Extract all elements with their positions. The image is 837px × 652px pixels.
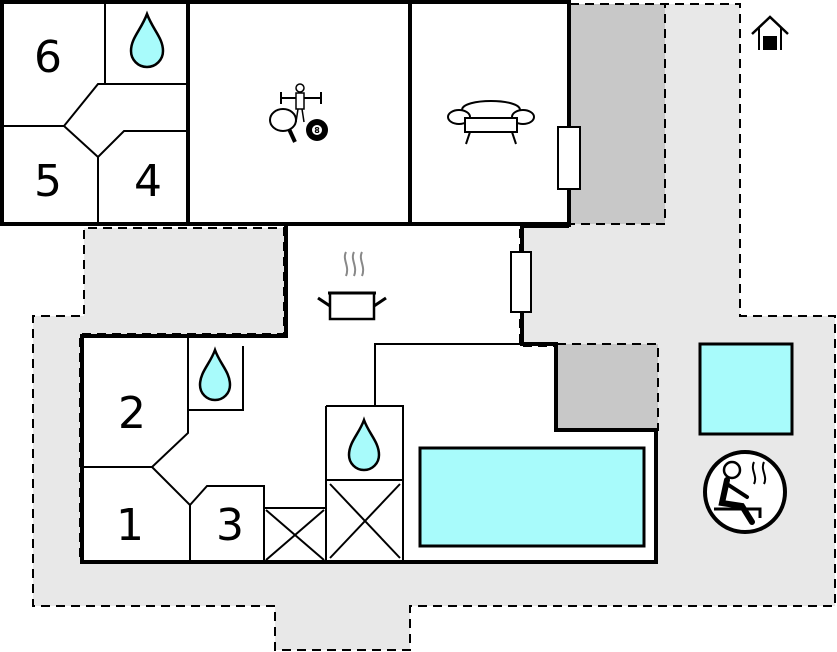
bathroom-block — [325, 405, 404, 562]
outdoor-terrace — [32, 3, 836, 651]
storage-box-2 — [329, 483, 401, 559]
swimming-pool — [418, 446, 646, 548]
sofa-icon — [447, 100, 535, 145]
room-label-5: 5 — [34, 156, 62, 207]
hot-tub — [698, 342, 794, 436]
cooking-pot-icon — [317, 251, 387, 321]
room-label-4: 4 — [134, 156, 162, 207]
door-lower — [510, 251, 532, 313]
house-entrance-icon — [751, 15, 789, 50]
covered-terrace-top — [569, 3, 666, 225]
room-label-3: 3 — [216, 500, 244, 551]
room-label-6: 6 — [34, 32, 62, 83]
bedroom-partitions-upper — [4, 2, 188, 224]
pool-corridor — [374, 343, 522, 406]
room-label-2: 2 — [118, 388, 146, 439]
water-drop-icon — [129, 10, 165, 69]
games-room-icon: 8 — [269, 83, 328, 143]
covered-terrace-middle — [556, 343, 659, 431]
billiard-ball-number: 8 — [314, 126, 320, 135]
bedroom-partitions-lower — [82, 336, 327, 562]
room-label-1: 1 — [116, 500, 144, 551]
door-upper — [557, 126, 581, 190]
water-drop-icon — [198, 346, 232, 402]
water-drop-icon — [347, 416, 381, 472]
storage-box-1 — [263, 507, 327, 563]
sauna-icon — [703, 450, 787, 534]
